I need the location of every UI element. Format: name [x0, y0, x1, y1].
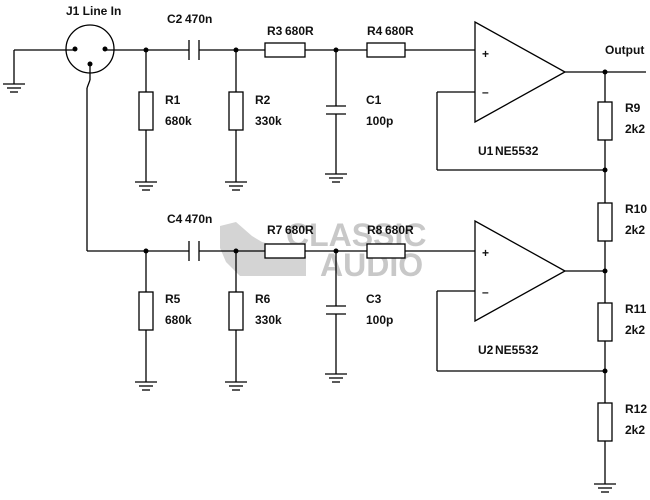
- opamp-u1: [474, 20, 567, 124]
- c4-value: 470n: [185, 212, 212, 226]
- r2-ref: R2: [255, 93, 271, 107]
- c2-ref: C2: [167, 12, 183, 26]
- r4-value: 680R: [385, 24, 414, 38]
- r11-ref: R11: [625, 302, 647, 316]
- r8-ref: R8: [367, 223, 383, 237]
- ground-icon: [325, 373, 347, 383]
- watermark-logo-icon: [220, 222, 306, 276]
- ground-icon: [325, 173, 347, 183]
- resistor-r11: [597, 302, 613, 342]
- wire: [86, 79, 91, 89]
- r12-value: 2k2: [625, 423, 645, 437]
- r4-ref: R4: [367, 24, 383, 38]
- resistor-r2: [228, 91, 244, 131]
- c1-ref: C1: [366, 93, 382, 107]
- c2-value: 470n: [185, 12, 212, 26]
- ground-input-icon: [3, 50, 25, 93]
- resistor-r10: [597, 202, 613, 242]
- r11-value: 2k2: [625, 323, 645, 337]
- capacitor-c1: [326, 105, 346, 115]
- c3-value: 100p: [366, 313, 393, 327]
- r6-value: 330k: [255, 313, 282, 327]
- c1-value: 100p: [366, 114, 393, 128]
- u2-ref: U2: [478, 343, 494, 357]
- r5-ref: R5: [165, 292, 181, 306]
- resistor-r7: [264, 243, 306, 259]
- junction-dot: [602, 167, 608, 173]
- r1-ref: R1: [165, 93, 181, 107]
- u1-plus: +: [482, 47, 489, 61]
- resistor-r8: [366, 243, 406, 259]
- connector-label: J1 Line In: [66, 4, 121, 18]
- ground-icon: [594, 483, 616, 493]
- output-label: Output: [605, 43, 644, 57]
- c3-ref: C3: [366, 292, 382, 306]
- r10-value: 2k2: [625, 223, 645, 237]
- c4-ref: C4: [167, 212, 183, 226]
- u1-minus: –: [482, 85, 489, 99]
- resistor-r12: [597, 402, 613, 442]
- ground-icon: [225, 381, 247, 391]
- r1-value: 680k: [165, 114, 192, 128]
- r3-value: 680R: [285, 24, 314, 38]
- r9-value: 2k2: [625, 122, 645, 136]
- resistor-r1: [138, 91, 154, 131]
- u2-minus: –: [482, 285, 489, 299]
- resistor-r3: [264, 42, 306, 58]
- r2-value: 330k: [255, 114, 282, 128]
- r9-ref: R9: [625, 101, 641, 115]
- r3-ref: R3: [267, 24, 283, 38]
- u1-ref: U1: [478, 144, 494, 158]
- resistor-r5: [138, 291, 154, 331]
- u2-plus: +: [482, 246, 489, 260]
- capacitor-c3: [326, 305, 346, 315]
- r10-ref: R10: [625, 202, 647, 216]
- resistor-r4: [366, 42, 406, 58]
- ground-icon: [135, 181, 157, 191]
- resistor-r9: [597, 101, 613, 141]
- ground-icon: [135, 381, 157, 391]
- r7-value: 680R: [285, 223, 314, 237]
- u2-value: NE5532: [495, 343, 539, 357]
- r12-ref: R12: [625, 402, 647, 416]
- r5-value: 680k: [165, 313, 192, 327]
- r8-value: 680R: [385, 223, 414, 237]
- ground-icon: [225, 181, 247, 191]
- opamp-u2: [474, 219, 567, 323]
- r6-ref: R6: [255, 292, 271, 306]
- r7-ref: R7: [267, 223, 283, 237]
- resistor-r6: [228, 291, 244, 331]
- u1-value: NE5532: [495, 144, 539, 158]
- capacitor-c4: [188, 241, 200, 261]
- capacitor-c2: [188, 40, 200, 60]
